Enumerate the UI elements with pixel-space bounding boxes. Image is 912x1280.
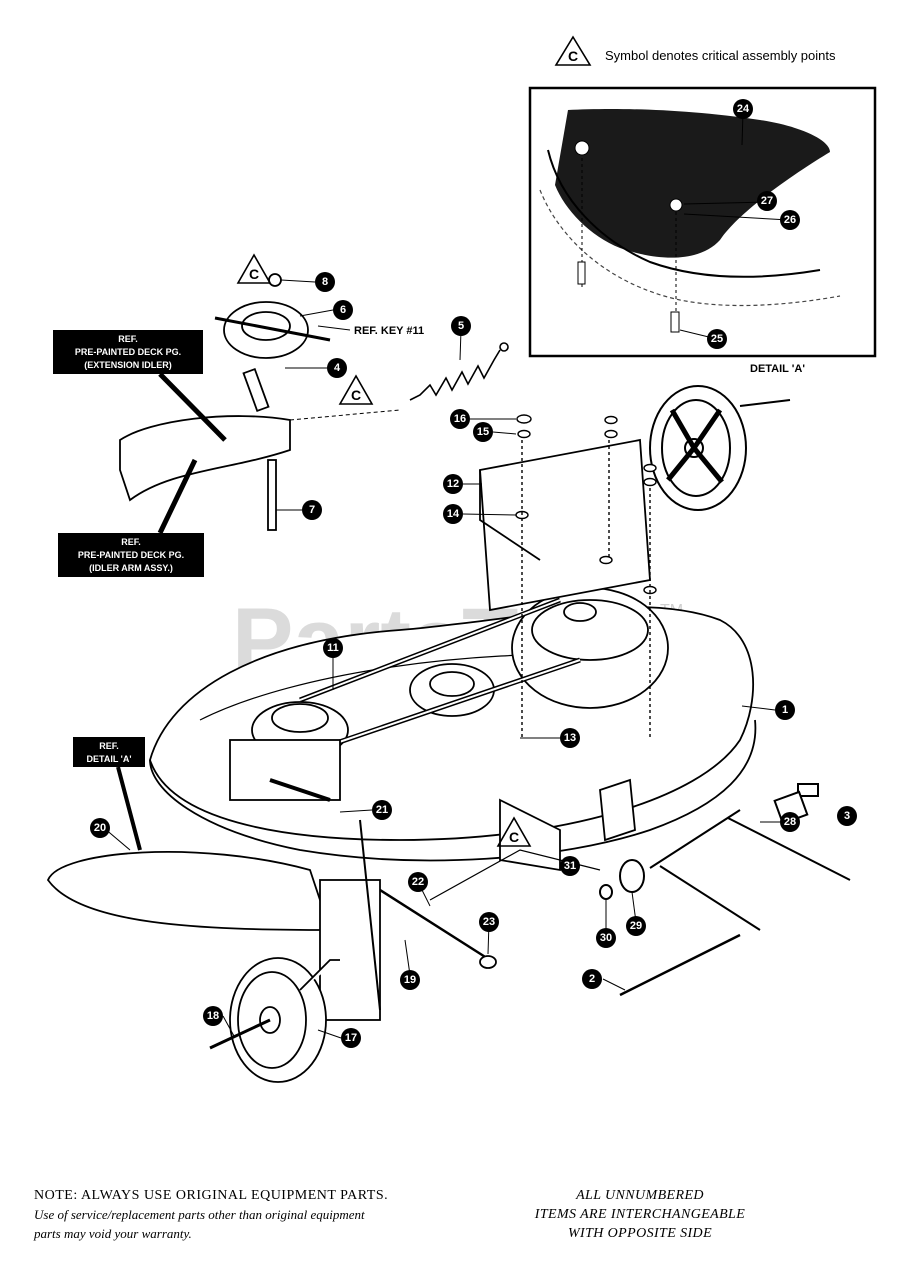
svg-text:(EXTENSION IDLER): (EXTENSION IDLER) — [84, 360, 172, 370]
callout-2: 2 — [589, 973, 595, 985]
callout-13: 13 — [564, 732, 576, 744]
idler-assembly — [119, 273, 401, 531]
note-line-2: parts may void your warranty. — [34, 1226, 192, 1241]
ref-extension-idler: REF. PRE-PAINTED DECK PG. (EXTENSION IDL… — [53, 330, 227, 442]
critical-triangle-icon — [236, 253, 272, 284]
callout-14: 14 — [447, 508, 460, 520]
callout-17: 17 — [345, 1032, 357, 1044]
svg-text:C: C — [351, 387, 361, 403]
critical-mark-2: C — [338, 374, 374, 405]
svg-text:PRE-PAINTED DECK PG.: PRE-PAINTED DECK PG. — [78, 550, 184, 560]
callout-22: 22 — [412, 876, 424, 888]
callout-29: 29 — [630, 920, 642, 932]
callout-25: 25 — [711, 333, 723, 345]
detail-a-inset: DETAIL 'A' — [528, 86, 877, 375]
callout-1: 1 — [782, 704, 788, 716]
note-right-line-1: ALL UNNUMBERED — [576, 1188, 704, 1203]
callout-6: 6 — [340, 304, 346, 316]
callout-26: 26 — [784, 214, 796, 226]
callout-5: 5 — [458, 320, 464, 332]
legend-text: Symbol denotes critical assembly points — [605, 48, 836, 63]
svg-text:REF.: REF. — [99, 741, 119, 751]
note-original-parts: NOTE: ALWAYS USE ORIGINAL EQUIPMENT PART… — [34, 1186, 474, 1243]
svg-text:DETAIL 'A': DETAIL 'A' — [87, 754, 132, 764]
note-right-line-2: ITEMS ARE INTERCHANGEABLE — [534, 1207, 746, 1222]
callout-4: 4 — [334, 362, 341, 374]
axle-assembly — [599, 783, 851, 997]
critical-symbol-letter: C — [568, 48, 578, 64]
gauge-wheel-front — [209, 957, 340, 1083]
callout-8: 8 — [322, 276, 328, 288]
callout-21: 21 — [376, 804, 388, 816]
callout-30: 30 — [600, 932, 612, 944]
svg-text:REF.: REF. — [121, 537, 141, 547]
callout-16: 16 — [454, 413, 466, 425]
callout-20: 20 — [94, 822, 106, 834]
critical-triangle-icon — [496, 816, 532, 847]
note-right-line-3: WITH OPPOSITE SIDE — [567, 1226, 713, 1241]
spring — [409, 342, 509, 401]
callout-15: 15 — [477, 426, 489, 438]
note-line-1: Use of service/replacement parts other t… — [34, 1207, 365, 1222]
critical-triangle-icon — [554, 35, 592, 66]
callout-11: 11 — [327, 642, 339, 654]
critical-symbol-legend: C Symbol denotes critical assembly point… — [554, 35, 836, 66]
ref-idler-arm: REF. PRE-PAINTED DECK PG. (IDLER ARM ASS… — [58, 458, 204, 577]
callout-12: 12 — [447, 478, 459, 490]
note-interchangeable: ALL UNNUMBERED ITEMS ARE INTERCHANGEABLE… — [500, 1186, 780, 1243]
svg-text:C: C — [509, 829, 519, 845]
callout-27: 27 — [761, 195, 773, 207]
gauge-wheel-rear — [649, 385, 791, 511]
mower-deck — [46, 438, 757, 1021]
part-callouts: 8 6 4 5 7 16 15 12 14 11 1 13 21 20 22 2… — [90, 272, 857, 1048]
callout-3: 3 — [844, 810, 850, 822]
callout-23: 23 — [483, 916, 495, 928]
callout-19: 19 — [404, 974, 416, 986]
detail-callouts: 24 27 26 25 — [707, 99, 800, 349]
svg-text:(IDLER ARM ASSY.): (IDLER ARM ASSY.) — [89, 563, 173, 573]
callout-28: 28 — [784, 816, 796, 828]
svg-text:C: C — [249, 266, 259, 282]
svg-text:REF.: REF. — [118, 334, 138, 344]
callout-31: 31 — [564, 860, 576, 872]
ref-detail-a: REF. DETAIL 'A' — [73, 737, 145, 851]
svg-text:PRE-PAINTED DECK PG.: PRE-PAINTED DECK PG. — [75, 347, 181, 357]
ref-key-label: REF. KEY #11 — [354, 325, 424, 337]
critical-triangle-icon — [338, 374, 374, 405]
callout-7: 7 — [309, 504, 315, 516]
detail-a-label: DETAIL 'A' — [750, 363, 805, 375]
callout-24: 24 — [737, 103, 750, 115]
critical-mark-3: C — [496, 816, 532, 847]
critical-mark-1: C — [236, 253, 272, 284]
hardware — [515, 414, 657, 740]
callout-18: 18 — [207, 1010, 219, 1022]
note-heading: NOTE: ALWAYS USE ORIGINAL EQUIPMENT PART… — [34, 1188, 389, 1203]
